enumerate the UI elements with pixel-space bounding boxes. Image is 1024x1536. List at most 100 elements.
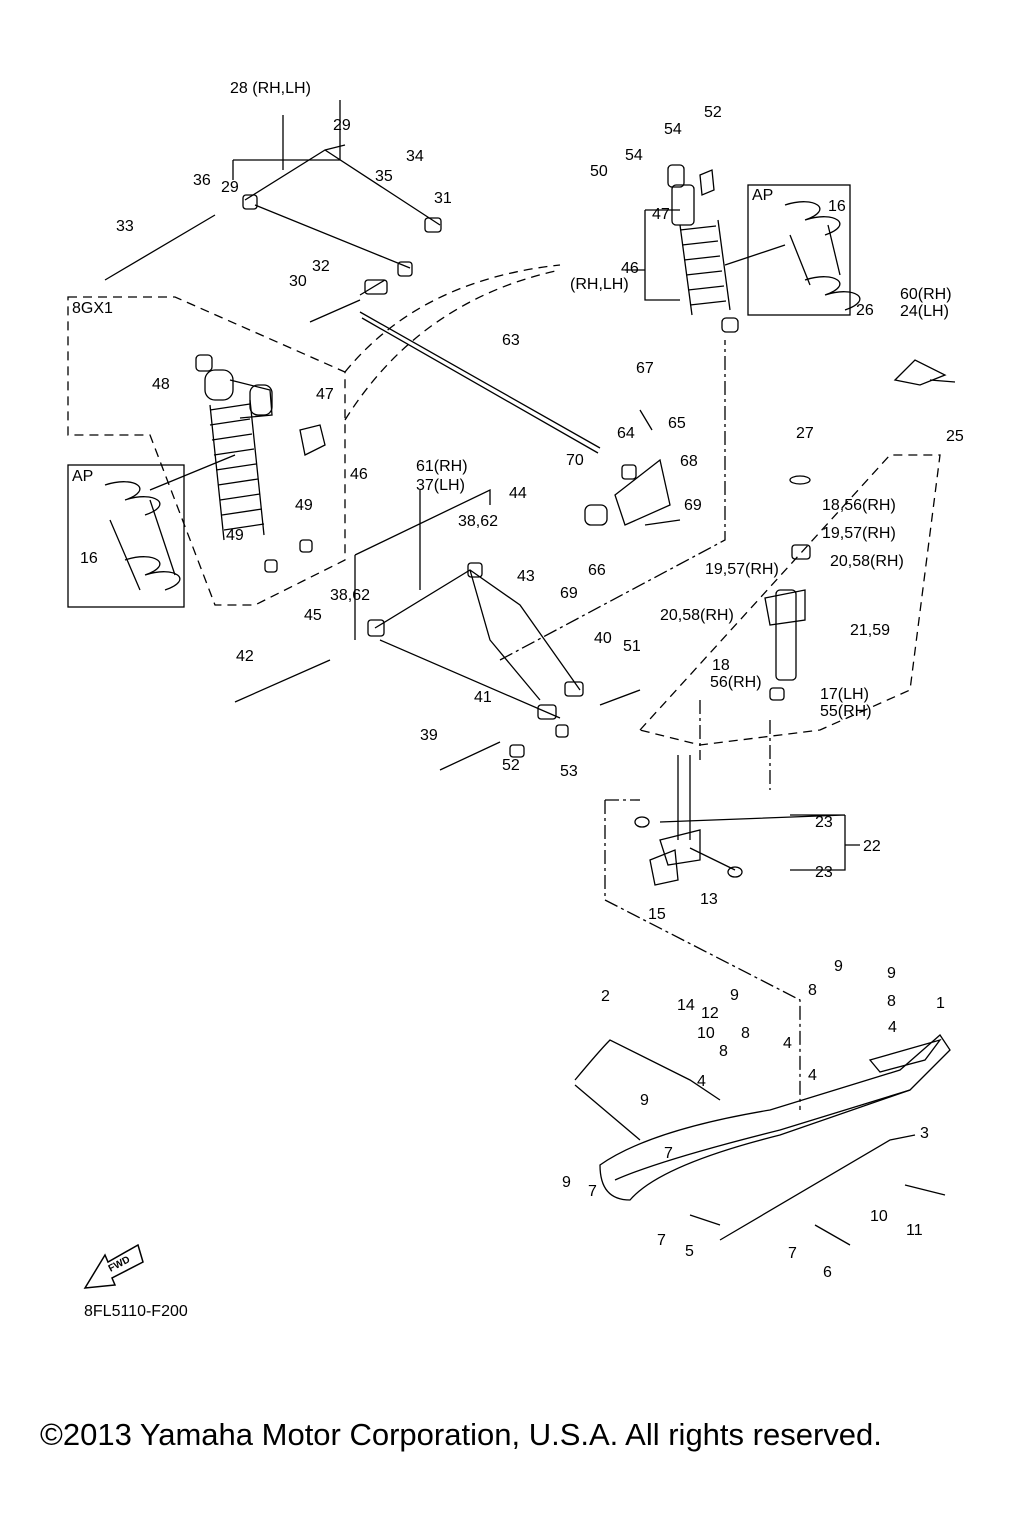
part-label: 17(LH) xyxy=(820,686,869,703)
part-label: 8 xyxy=(719,1043,728,1060)
part-label: 20,58(RH) xyxy=(830,553,904,570)
part-label: 1 xyxy=(936,995,945,1012)
part-label: 19,57(RH) xyxy=(822,525,896,542)
part-label: 9 xyxy=(834,958,843,975)
lower-a-arm xyxy=(234,562,641,771)
part-label: 69 xyxy=(560,585,578,602)
part-label: 29 xyxy=(221,179,239,196)
part-label: 33 xyxy=(116,218,134,235)
part-label: 18 xyxy=(712,657,730,674)
part-label: 61(RH) xyxy=(416,458,468,475)
part-label: 22 xyxy=(863,838,881,855)
spring-left xyxy=(104,481,181,591)
part-label: 30 xyxy=(289,273,307,290)
part-label: 7 xyxy=(657,1232,666,1249)
part-label: 41 xyxy=(474,689,492,706)
part-label: 49 xyxy=(295,497,313,514)
dashdot-boundary xyxy=(699,700,771,790)
part-label: 67 xyxy=(636,360,654,377)
ap-box-right xyxy=(747,184,851,316)
part-label: 43 xyxy=(517,568,535,585)
part-label: 31 xyxy=(434,190,452,207)
dashed-curve xyxy=(344,269,561,421)
steering-arm xyxy=(584,409,681,526)
tie-rod xyxy=(359,311,601,454)
part-label: 48 xyxy=(152,376,170,393)
part-label: 52 xyxy=(704,104,722,121)
part-label: 32 xyxy=(312,258,330,275)
part-label: 8 xyxy=(887,993,896,1010)
part-label: 29 xyxy=(333,117,351,134)
part-label: 2 xyxy=(601,988,610,1005)
part-label: 8 xyxy=(808,982,817,999)
part-label: 9 xyxy=(640,1092,649,1109)
part-label: 54 xyxy=(664,121,682,138)
part-label: 23 xyxy=(815,864,833,881)
dashed-curve xyxy=(344,264,561,373)
part-label: 46 xyxy=(350,466,368,483)
part-label: 9 xyxy=(730,987,739,1004)
part-label: 56(RH) xyxy=(710,674,762,691)
part-label: 8GX1 xyxy=(72,300,113,317)
part-label: 15 xyxy=(648,906,666,923)
dashdot-boundary xyxy=(604,800,801,1110)
part-label: 54 xyxy=(625,147,643,164)
part-label: 47 xyxy=(652,206,670,223)
part-label: 3 xyxy=(920,1125,929,1142)
part-label: 45 xyxy=(304,607,322,624)
part-label: 40 xyxy=(594,630,612,647)
spindle xyxy=(764,359,956,701)
part-label: 7 xyxy=(788,1245,797,1262)
ap-box-left xyxy=(67,464,185,608)
part-label: 38,62 xyxy=(458,513,499,530)
part-label: 10 xyxy=(870,1208,888,1225)
part-label: 53 xyxy=(560,763,578,780)
part-label: 4 xyxy=(697,1073,706,1090)
ski xyxy=(574,1034,951,1246)
diagram-code: 8FL5110-F200 xyxy=(84,1303,188,1320)
part-label: AP xyxy=(752,187,774,204)
dashdot-boundary xyxy=(499,340,726,661)
part-label: 52 xyxy=(502,757,520,774)
copyright-notice: ©2013 Yamaha Motor Corporation, U.S.A. A… xyxy=(40,1417,882,1452)
leader-lines xyxy=(232,100,860,871)
part-label: 39 xyxy=(420,727,438,744)
part-label: 9 xyxy=(562,1174,571,1191)
part-label: 12 xyxy=(701,1005,719,1022)
part-label: 55(RH) xyxy=(820,703,872,720)
part-label: 26 xyxy=(856,302,874,319)
part-label: 36 xyxy=(193,172,211,189)
part-label: 51 xyxy=(623,638,641,655)
part-label: 35 xyxy=(375,168,393,185)
part-label: 16 xyxy=(828,198,846,215)
part-label: 38,62 xyxy=(330,587,371,604)
part-label: 9 xyxy=(887,965,896,982)
part-label: 68 xyxy=(680,453,698,470)
part-label: 46 xyxy=(621,260,639,277)
part-label: 21,59 xyxy=(850,622,891,639)
part-label: 14 xyxy=(677,997,695,1014)
fwd-arrow-icon xyxy=(83,1243,144,1289)
shock-absorber-left xyxy=(149,354,326,573)
part-label: 27 xyxy=(796,425,814,442)
part-label: 6 xyxy=(823,1264,832,1281)
part-label: 63 xyxy=(502,332,520,349)
part-label: 7 xyxy=(588,1183,597,1200)
part-label: 18,56(RH) xyxy=(822,497,896,514)
part-label: 34 xyxy=(406,148,424,165)
part-label: 28 (RH,LH) xyxy=(230,80,311,97)
part-label: 23 xyxy=(815,814,833,831)
part-label: 69 xyxy=(684,497,702,514)
part-label: 65 xyxy=(668,415,686,432)
part-label: 20,58(RH) xyxy=(660,607,734,624)
part-label: 7 xyxy=(664,1145,673,1162)
spring-right xyxy=(784,201,861,311)
part-label: 8 xyxy=(741,1025,750,1042)
part-label: 37(LH) xyxy=(416,477,465,494)
part-label: 13 xyxy=(700,891,718,908)
part-label: 4 xyxy=(783,1035,792,1052)
part-label: 66 xyxy=(588,562,606,579)
part-label: 25 xyxy=(946,428,964,445)
part-label: 4 xyxy=(808,1067,817,1084)
part-label: 42 xyxy=(236,648,254,665)
